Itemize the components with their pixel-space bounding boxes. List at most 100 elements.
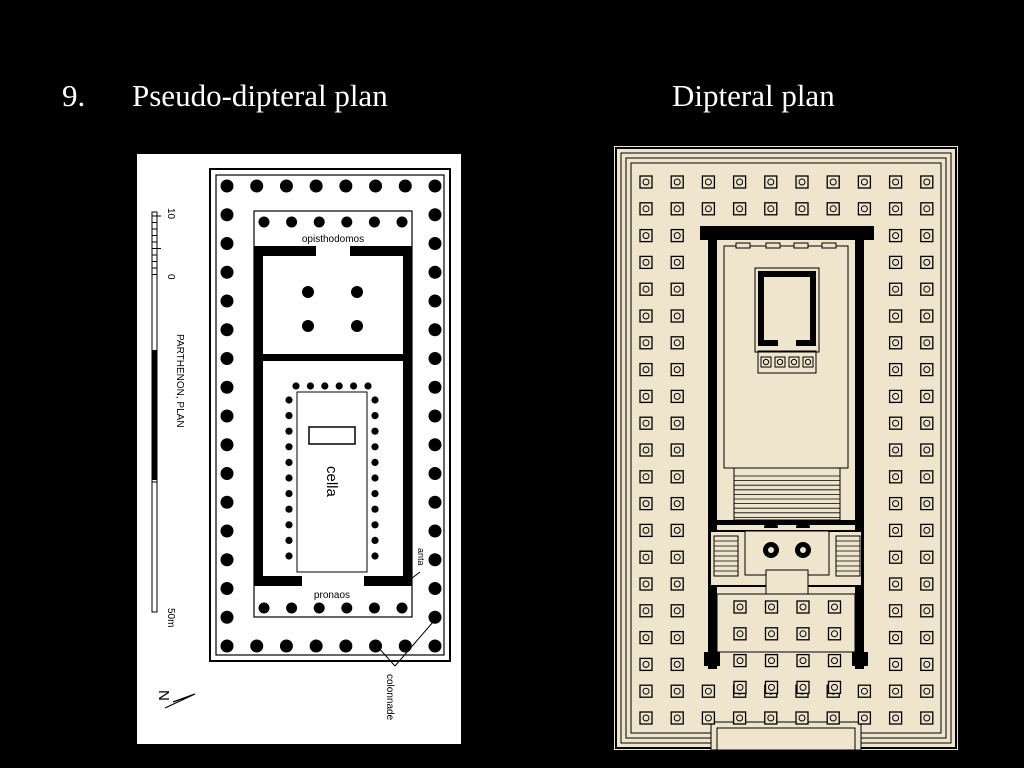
dipteral-column xyxy=(670,336,684,350)
porch-column xyxy=(827,627,842,641)
dipteral-column-core xyxy=(736,714,744,722)
dipteral-column xyxy=(639,684,653,698)
dipteral-column xyxy=(670,523,684,538)
pseudo-dipteral-plan-drawing: opisthodomos pronaos cella anta colonnad… xyxy=(137,154,461,744)
dipteral-column xyxy=(888,255,903,270)
plan-caption: PARTHENON, PLAN xyxy=(174,334,185,428)
dipteral-column xyxy=(920,711,934,725)
peristyle-column xyxy=(220,639,234,653)
dipteral-column-core xyxy=(673,553,681,561)
dipteral-column xyxy=(920,255,934,270)
dipteral-column xyxy=(795,175,809,189)
dipteral-column xyxy=(920,496,934,511)
stylobate-inner xyxy=(215,174,445,656)
dipteral-column-core xyxy=(892,714,900,722)
dipteral-column xyxy=(732,711,747,725)
dipteral-column-core xyxy=(642,419,650,427)
dipteral-column-core xyxy=(892,366,900,374)
peristyle-column xyxy=(428,467,442,480)
dipteral-column-core xyxy=(829,178,837,186)
peristyle-column xyxy=(428,237,442,250)
dipteral-column xyxy=(639,523,653,538)
naiskos-column xyxy=(760,356,772,368)
cella-column xyxy=(371,412,379,420)
dipteral-column xyxy=(670,228,684,243)
anta-label: anta xyxy=(416,548,426,566)
dipteral-column-core xyxy=(642,312,650,320)
porch-columns xyxy=(733,600,842,695)
dipteral-column-core xyxy=(892,205,900,213)
dipteral-column-core xyxy=(736,205,744,213)
scale-top-label: 10 xyxy=(165,208,176,220)
dipteral-column xyxy=(920,175,934,189)
dipteral-column xyxy=(701,202,716,216)
dipteral-column xyxy=(670,443,684,457)
dipteral-column-core xyxy=(923,205,931,213)
dipteral-column xyxy=(920,389,934,404)
dipteral-column-core xyxy=(642,232,650,240)
porch-column xyxy=(733,627,747,641)
dipteral-column xyxy=(670,711,684,725)
peristyle-column xyxy=(428,438,442,452)
dipteral-column xyxy=(920,523,934,538)
dipteral-column xyxy=(639,630,653,645)
prostyle-column xyxy=(258,216,270,228)
naiskos-columns xyxy=(760,356,814,368)
dipteral-column-core xyxy=(736,178,744,186)
peristyle-column xyxy=(220,409,234,423)
dipteral-column xyxy=(639,282,653,296)
dipteral-column-core xyxy=(923,392,931,400)
cella-column xyxy=(285,490,293,498)
porch-column xyxy=(764,627,779,641)
dipteral-column xyxy=(639,255,653,270)
dipteral-column xyxy=(639,175,653,189)
prostyle-column xyxy=(313,602,325,614)
peristyle-column xyxy=(220,265,234,279)
prostyle-column xyxy=(286,216,298,228)
opisthodomos-label: opisthodomos xyxy=(302,234,364,245)
porch-column xyxy=(733,653,747,668)
dipteral-column xyxy=(920,684,934,698)
porch-column-core xyxy=(768,630,775,638)
dipteral-column xyxy=(732,202,747,216)
dipteral-column xyxy=(920,228,934,243)
dipteral-column xyxy=(888,657,903,672)
cella-column xyxy=(371,552,379,560)
porch-column-core xyxy=(736,603,744,611)
dipteral-column xyxy=(888,550,903,564)
porch-column-core xyxy=(831,630,838,638)
dipteral-column-core xyxy=(923,232,931,240)
dipteral-column xyxy=(888,443,903,457)
dipteral-column xyxy=(826,202,840,216)
peristyle-column xyxy=(428,265,442,279)
naiskos-column xyxy=(788,356,800,368)
peristyle-column xyxy=(279,179,293,193)
dipteral-column-core xyxy=(892,446,900,454)
dipteral-column-core xyxy=(923,607,931,615)
porch-column-core xyxy=(736,683,744,691)
dipteral-column xyxy=(639,336,653,350)
prostyle-column xyxy=(396,602,408,614)
cella-walls xyxy=(700,226,874,669)
peristyle-column xyxy=(279,639,293,653)
porch-column xyxy=(733,600,747,614)
dipteral-column xyxy=(670,657,684,672)
peristyle-column xyxy=(339,179,353,193)
dipteral-column xyxy=(826,711,840,725)
dipteral-column-core xyxy=(767,714,775,722)
cella-label: cella xyxy=(323,466,340,498)
scale-zero-label: 0 xyxy=(165,274,176,280)
dipteral-column-core xyxy=(642,178,650,186)
cella-column xyxy=(371,536,379,544)
dipteral-column xyxy=(701,684,716,698)
dipteral-column xyxy=(732,175,747,189)
porch-column-core xyxy=(736,657,744,665)
porch-column xyxy=(764,653,779,668)
porch-column xyxy=(796,600,810,614)
dipteral-column xyxy=(639,657,653,672)
dipteral-column-core xyxy=(642,634,650,642)
dipteral-column xyxy=(888,684,903,698)
dipteral-column-core xyxy=(673,312,681,320)
peristyle-column xyxy=(428,208,442,222)
porch-column xyxy=(796,653,810,668)
